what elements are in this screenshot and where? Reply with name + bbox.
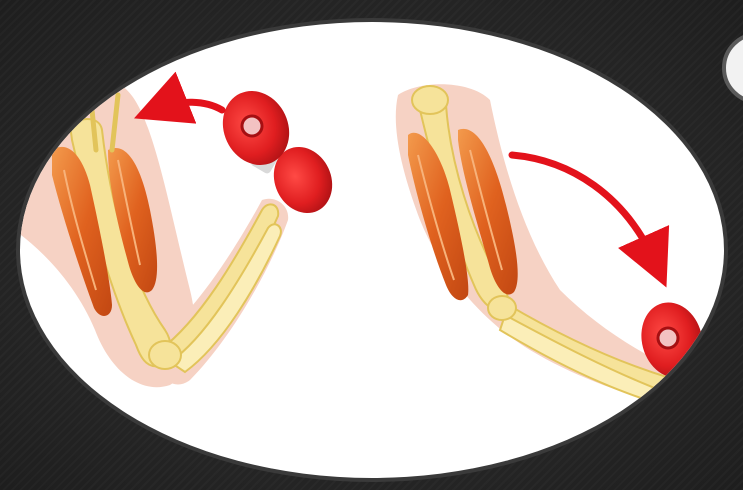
dumbbell-hub [242,116,262,136]
extended-elbow-joint [488,296,516,320]
edge-circle [724,34,743,102]
shoulder-joint [412,86,448,114]
elbow-joint [149,341,181,369]
lowered-dumbbell-hub [658,328,678,348]
